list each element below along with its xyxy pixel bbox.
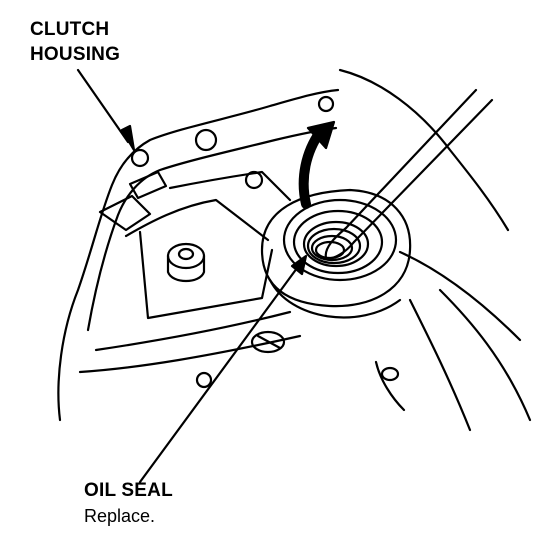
screwdriver-tip: [324, 226, 356, 260]
lower-pin-head: [250, 330, 286, 354]
screwdriver-shaft-top: [344, 88, 478, 230]
housing-rib-left: [98, 194, 152, 232]
small-boss-bore: [177, 247, 195, 261]
housing-flange-outline: [57, 88, 340, 422]
screwdriver-shaft-bottom: [352, 98, 494, 244]
oil-seal-note: Replace.: [84, 506, 156, 526]
case-right-lower: [398, 250, 522, 342]
housing-rib-slot: [128, 170, 168, 200]
clutch-housing-leader: [76, 68, 130, 144]
housing-lower-edge: [94, 310, 292, 352]
clutch-housing-label-line1: CLUTCH: [30, 19, 110, 40]
clutch-housing-label-line2: HOUSING: [30, 44, 121, 65]
case-right-edge: [408, 298, 472, 432]
oil-seal-label: OIL SEAL: [84, 480, 173, 501]
oil-seal-arrowhead: [290, 254, 308, 276]
case-right-upper: [338, 68, 510, 232]
flange-bolt-hole-2: [194, 128, 218, 152]
seal-bore-ring-1: [292, 209, 384, 275]
housing-flange-inner: [86, 126, 338, 332]
clutch-housing-arrowhead: [120, 124, 136, 152]
flange-bolt-hole-4: [317, 95, 335, 113]
rotation-arrowhead: [306, 120, 336, 150]
oil-seal-ring-1: [302, 220, 370, 268]
flange-bolt-hole-5: [195, 371, 213, 389]
lower-pin-slot: [256, 334, 282, 350]
housing-rib-center: [124, 198, 270, 242]
case-right-curve: [438, 288, 532, 422]
case-right-hole: [380, 366, 400, 382]
small-boss-side: [166, 254, 206, 283]
oil-seal-ring-2: [306, 227, 362, 265]
housing-web-panel: [138, 230, 274, 320]
flange-bolt-hole-3: [244, 170, 264, 190]
small-boss-top: [166, 242, 206, 270]
housing-rib-upper: [168, 170, 292, 202]
oil-seal-ring-3: [310, 234, 354, 262]
flange-bolt-hole-1: [130, 148, 150, 168]
housing-lower-edge-2: [78, 334, 302, 374]
case-slot-right: [374, 360, 406, 412]
oil-seal-leader: [138, 262, 302, 484]
seal-bore-outer: [282, 198, 398, 282]
